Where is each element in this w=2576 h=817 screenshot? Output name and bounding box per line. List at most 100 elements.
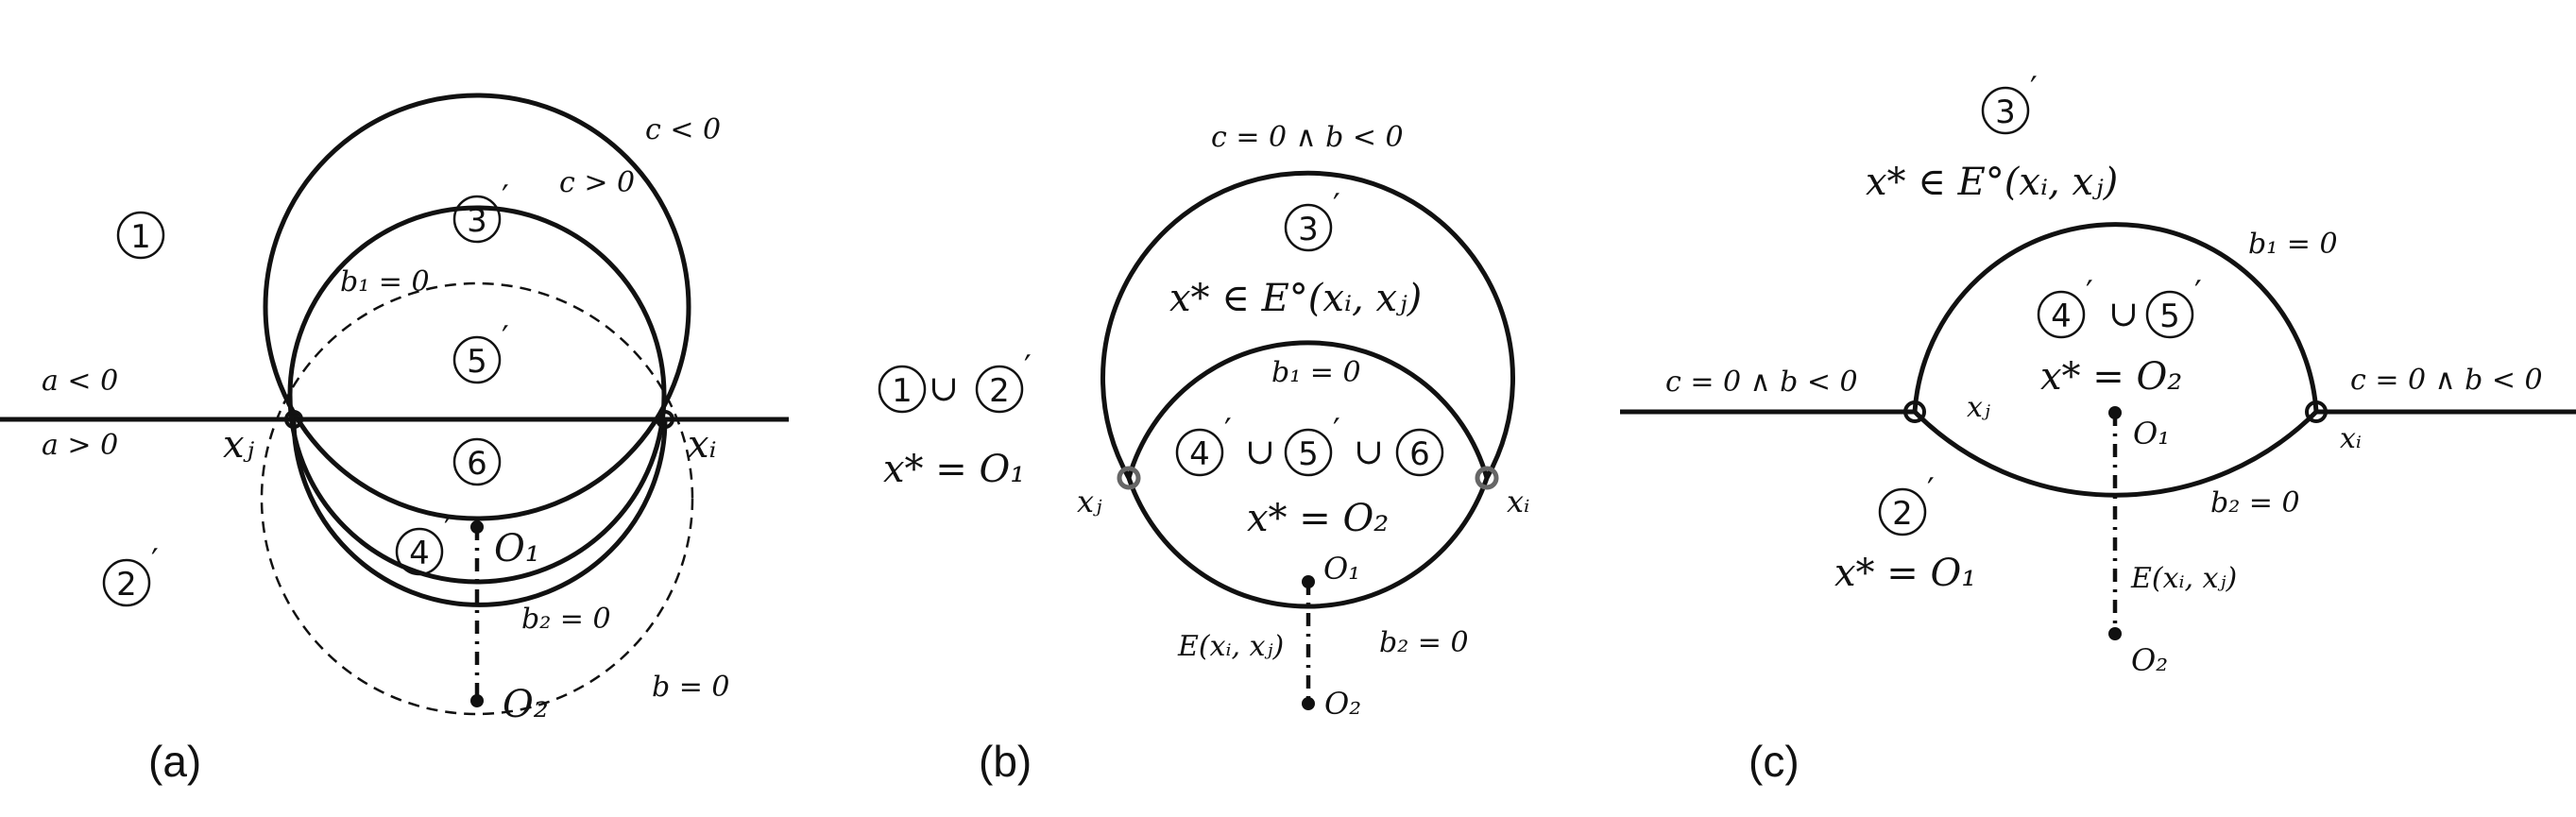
svg-text:∪: ∪ — [1354, 431, 1384, 472]
b-label-x-O1: x* = O₁ — [883, 448, 1025, 491]
svg-text:′: ′ — [2030, 70, 2038, 108]
svg-text:4: 4 — [1189, 435, 1210, 473]
a-label-b2: b₂ = 0 — [521, 603, 611, 636]
svg-text:3: 3 — [1995, 94, 2016, 131]
a-label-a-gt: a > 0 — [42, 429, 118, 462]
svg-text:′: ′ — [1927, 471, 1935, 509]
c-label-x-O2: x* = O₂ — [2040, 355, 2182, 399]
c-label-x-O1: x* = O₁ — [1834, 552, 1976, 595]
b-label-b1: b₁ = 0 — [1271, 356, 1361, 389]
a-lower-arc — [291, 418, 668, 607]
svg-text:5: 5 — [2159, 298, 2180, 335]
svg-text:∪: ∪ — [929, 367, 959, 409]
svg-text:1: 1 — [130, 218, 151, 256]
svg-text:′: ′ — [1224, 412, 1232, 450]
svg-text:′: ′ — [1333, 412, 1340, 450]
b-xi-marker — [1475, 466, 1499, 490]
a-region-3-prime: 3 ′ — [452, 179, 509, 244]
svg-text:∪: ∪ — [1245, 431, 1275, 472]
a-label-b1: b₁ = 0 — [340, 265, 430, 298]
a-label-xj: xⱼ — [223, 423, 255, 467]
b-outer-curve — [1100, 170, 1515, 609]
a-label-a-lt: a < 0 — [42, 365, 118, 398]
c-xi-marker — [2305, 400, 2328, 423]
svg-text:3: 3 — [1298, 211, 1319, 248]
panel-a: 1 2 ′ 3 ′ 5 ′ 6 4 ′ c < 0 — [0, 93, 789, 786]
c-label-left: c = 0 ∧ b < 0 — [1665, 366, 1858, 399]
svg-text:3: 3 — [467, 202, 487, 240]
svg-text:2: 2 — [116, 566, 137, 604]
a-region-4-prime: 4 ′ — [395, 511, 452, 576]
c-label-O1: O₁ — [2133, 416, 2170, 451]
a-O2-point — [470, 694, 484, 707]
a-region-6: 6 — [452, 437, 502, 486]
a-big-circle — [263, 93, 691, 521]
c-label-xj: xⱼ — [1967, 391, 1990, 424]
a-O1-point — [470, 520, 484, 534]
a-xj-marker — [284, 410, 303, 429]
c-caption: (c) — [1749, 737, 1800, 786]
a-region-1: 1 — [116, 211, 165, 260]
c-label-b2: b₂ = 0 — [2210, 486, 2300, 519]
svg-text:6: 6 — [467, 445, 487, 483]
a-label-b: b = 0 — [652, 671, 730, 704]
b-label-x-in-E: x* ∈ E°(xᵢ, xⱼ) — [1169, 277, 1422, 320]
c-label-b1: b₁ = 0 — [2248, 228, 2338, 261]
b-region-3-prime: 3 ′ — [1284, 187, 1340, 252]
c-upper-arc — [1912, 222, 2319, 413]
b-xj-marker — [1117, 466, 1141, 490]
b-O1-point — [1302, 575, 1315, 588]
c-region-3-prime: 3 ′ — [1981, 70, 2038, 135]
b-region-1-union-2-prime: 1 ∪ 2 ′ — [878, 349, 1032, 414]
svg-text:′: ′ — [2194, 274, 2202, 312]
svg-text:1: 1 — [892, 372, 913, 410]
svg-text:′: ′ — [151, 542, 159, 580]
svg-text:′: ′ — [2086, 274, 2093, 312]
a-xi-marker — [656, 410, 674, 429]
svg-text:2: 2 — [989, 372, 1010, 410]
b-O2-point — [1302, 697, 1315, 710]
svg-text:′: ′ — [1333, 187, 1340, 225]
b-region-4-5-6: 4 ′ ∪ 5 ′ ∪ 6 — [1175, 412, 1444, 477]
svg-text:5: 5 — [467, 343, 487, 381]
a-region-5-prime: 5 ′ — [452, 319, 509, 384]
b-label-x-O2: x* = O₂ — [1247, 497, 1389, 540]
svg-text:6: 6 — [1409, 435, 1430, 473]
b-caption: (b) — [979, 737, 1032, 786]
b-label-top: c = 0 ∧ b < 0 — [1211, 121, 1404, 154]
svg-text:′: ′ — [1024, 349, 1032, 386]
svg-text:2: 2 — [1892, 495, 1913, 533]
c-region-4-union-5-prime: 4 ′ ∪ 5 ′ — [2037, 274, 2202, 339]
svg-text:′: ′ — [444, 511, 452, 549]
a-caption: (a) — [148, 737, 201, 786]
b-label-xj: xⱼ — [1077, 484, 1102, 519]
a-region-2-prime: 2 ′ — [102, 542, 159, 607]
a-label-xi: xᵢ — [688, 423, 717, 467]
a-label-O2: O₂ — [503, 683, 549, 726]
svg-text:4: 4 — [409, 535, 430, 572]
b-inner-arc — [1126, 340, 1490, 479]
b-label-E: E(xᵢ, xⱼ) — [1177, 630, 1284, 663]
c-label-xi: xᵢ — [2340, 422, 2362, 455]
svg-text:∪: ∪ — [2108, 293, 2139, 334]
svg-text:5: 5 — [1298, 435, 1319, 473]
c-label-O2: O₂ — [2131, 642, 2168, 678]
a-label-O1: O₁ — [494, 527, 540, 570]
c-O1-point — [2108, 406, 2122, 419]
b-label-O1: O₁ — [1323, 551, 1360, 587]
c-O2-point — [2108, 627, 2122, 640]
svg-text:4: 4 — [2051, 298, 2072, 335]
b-label-xi: xᵢ — [1507, 484, 1529, 519]
c-label-right: c = 0 ∧ b < 0 — [2350, 364, 2543, 397]
svg-text:′: ′ — [502, 179, 509, 216]
b-label-O2: O₂ — [1324, 686, 1361, 722]
c-label-x-in-E: x* ∈ E°(xᵢ, xⱼ) — [1866, 161, 2118, 204]
c-lower-arc — [1913, 410, 2318, 498]
panel-c: 3 ′ x* ∈ E°(xᵢ, xⱼ) b₁ = 0 4 ′ ∪ 5 ′ x* … — [1620, 70, 2576, 786]
a-dashed-circle — [260, 281, 694, 716]
a-label-c-lt: c < 0 — [645, 113, 721, 146]
svg-text:′: ′ — [502, 319, 509, 357]
a-label-c-gt: c > 0 — [559, 166, 635, 199]
panel-b: c = 0 ∧ b < 0 3 ′ x* ∈ E°(xᵢ, xⱼ) b₁ = 0… — [878, 121, 1529, 786]
